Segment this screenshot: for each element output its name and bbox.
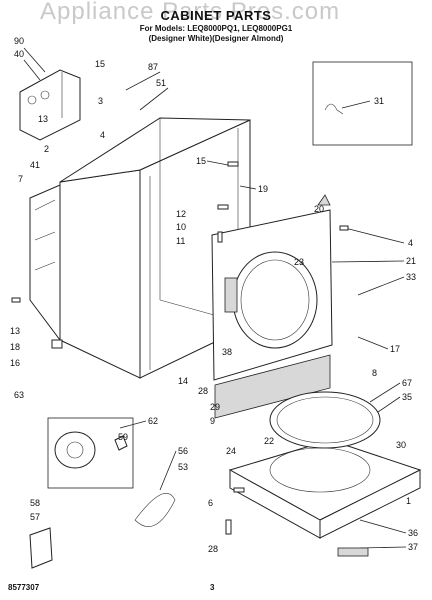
callout-90: 90 [14, 36, 24, 46]
callout-21: 21 [406, 256, 416, 266]
callout-13: 13 [38, 114, 48, 124]
inset-box [312, 61, 413, 146]
callout-31: 31 [374, 96, 384, 106]
callout-87: 87 [148, 62, 158, 72]
callout-6: 6 [208, 498, 213, 508]
callout-41: 41 [30, 160, 40, 170]
callout-29: 29 [210, 402, 220, 412]
base-assembly [228, 391, 422, 539]
fastener-parts [11, 161, 369, 557]
callout-53: 53 [178, 462, 188, 472]
callout-14: 14 [178, 376, 188, 386]
front-panel [211, 209, 333, 381]
callout-40: 40 [14, 49, 24, 59]
callout-36: 36 [408, 528, 418, 538]
bracket-part [29, 527, 53, 569]
callout-15a: 15 [95, 59, 105, 69]
callout-67: 67 [402, 378, 412, 388]
callout-59: 59 [118, 432, 128, 442]
callout-13b: 13 [10, 326, 20, 336]
callout-63: 63 [14, 390, 24, 400]
callout-35: 35 [402, 392, 412, 402]
motor-assembly [47, 417, 134, 489]
callout-58: 58 [30, 498, 40, 508]
model-line: For Models: LEQ8000PQ1, LEQ8000PG1 [139, 24, 293, 33]
callout-51: 51 [156, 78, 166, 88]
callout-30: 30 [396, 440, 406, 450]
callout-38: 38 [222, 347, 232, 357]
callout-19: 19 [258, 184, 268, 194]
callout-22: 22 [264, 436, 274, 446]
diagram-title: CABINET PARTS [160, 8, 272, 23]
hinge-bracket [19, 69, 81, 141]
callout-2: 2 [44, 144, 49, 154]
callout-9: 9 [210, 416, 215, 426]
toe-panel [214, 354, 331, 419]
callout-37: 37 [408, 542, 418, 552]
callout-11: 11 [176, 236, 185, 246]
callout-7: 7 [18, 174, 23, 184]
callout-56: 56 [178, 446, 188, 456]
callout-4: 4 [100, 130, 105, 140]
drive-belt [134, 493, 176, 527]
callout-28b: 28 [208, 544, 218, 554]
callout-3: 3 [98, 96, 103, 106]
part-number: 8577307 [8, 583, 40, 592]
callout-28: 28 [198, 386, 208, 396]
callout-labels: 90 40 13 4 41 2 7 15 87 51 3 15 19 20 12… [10, 36, 418, 554]
callout-23: 23 [294, 257, 304, 267]
callout-17: 17 [390, 344, 400, 354]
callout-12: 12 [176, 209, 186, 219]
callout-57: 57 [30, 512, 40, 522]
callout-8: 8 [372, 368, 377, 378]
callout-24: 24 [226, 446, 236, 456]
callout-62: 62 [148, 416, 158, 426]
callout-16: 16 [10, 358, 20, 368]
callout-33: 33 [406, 272, 416, 282]
color-line: (Designer White)(Designer Almond) [148, 34, 284, 43]
callout-4b: 4 [408, 238, 413, 248]
wire-clip-part [324, 103, 344, 115]
callout-10: 10 [176, 222, 186, 232]
callout-20: 20 [314, 204, 324, 214]
callout-15b: 15 [196, 156, 206, 166]
callout-18: 18 [10, 342, 20, 352]
side-panel [29, 184, 61, 342]
callout-1: 1 [406, 496, 411, 506]
page-number: 3 [210, 583, 215, 592]
